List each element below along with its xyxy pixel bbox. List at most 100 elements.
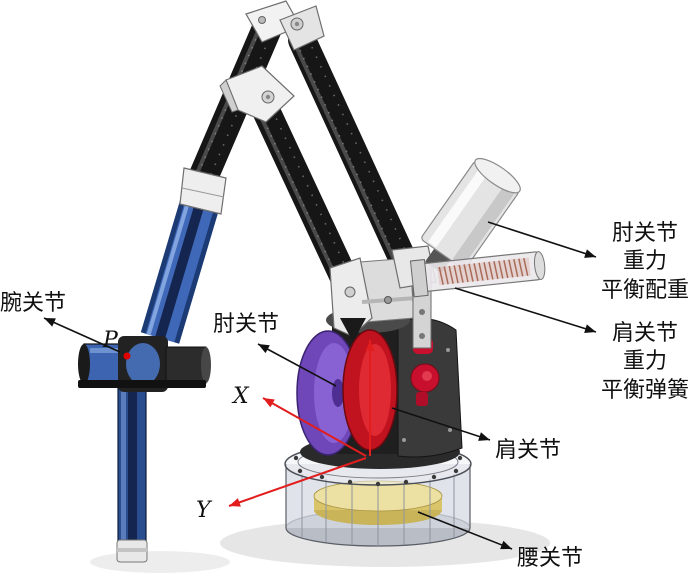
base-ribs xyxy=(301,474,455,546)
coil-turn xyxy=(463,264,469,283)
coil-turn xyxy=(438,266,444,285)
leader-shoulder-joint xyxy=(391,407,491,441)
wrist-shadow xyxy=(90,551,230,573)
front-link-wedge xyxy=(340,318,366,342)
red-knob-stub xyxy=(416,392,428,406)
elbow-middle-bracket-side xyxy=(219,79,239,113)
coil-turn xyxy=(478,262,484,281)
coil-turn xyxy=(503,260,509,279)
coil-turn xyxy=(518,258,524,277)
counterweight-shade xyxy=(452,183,517,267)
label-elbow-joint: 肘关节 xyxy=(213,312,279,337)
tube-highlight xyxy=(253,104,342,286)
elbow-middle-pin-cap xyxy=(265,94,271,100)
base-bolt xyxy=(297,468,303,474)
coil-turn xyxy=(468,263,474,282)
waist-joint-base xyxy=(284,442,472,547)
point-p-marker xyxy=(123,352,131,360)
gimbal-bottom-plate xyxy=(78,380,206,388)
label-shoulder-spring-line-2: 重力 xyxy=(623,349,667,374)
coil-turn xyxy=(498,260,504,279)
upper-arm-tube-rear xyxy=(288,26,418,276)
label-elbow-counterweight-line-1: 肘关节 xyxy=(612,221,678,246)
leader-waist-joint-head xyxy=(500,540,512,550)
spring-coil xyxy=(438,257,529,285)
blue-tube-highlight xyxy=(146,196,192,336)
base-bolt xyxy=(293,455,299,461)
red-knob-center xyxy=(422,371,432,381)
front-link-pin xyxy=(344,286,356,298)
spring-coil-band xyxy=(437,257,531,286)
axis-z-arrow-head xyxy=(365,340,375,351)
label-waist-joint: 腰关节 xyxy=(517,546,583,571)
coil-turn xyxy=(508,259,514,278)
label-elbow-counterweight-line-3: 平衡配重 xyxy=(601,278,689,303)
coil-turn xyxy=(448,265,454,284)
coil-turn xyxy=(493,261,499,280)
upper-arm-tube-front xyxy=(248,88,360,296)
coil-turn xyxy=(488,261,494,280)
label-axis-y: Y xyxy=(196,498,213,523)
base-bolt xyxy=(319,474,325,480)
spring-tube-end xyxy=(533,251,546,280)
spring-left-clamp xyxy=(409,258,429,298)
purple-disc-hub xyxy=(332,379,344,407)
leader-elbow-joint xyxy=(257,343,337,387)
leader-elbow-counterweight-head xyxy=(584,249,596,258)
counterweight-end-cap xyxy=(474,157,521,194)
gimbal-right-end xyxy=(201,347,211,383)
housing-bolt xyxy=(402,438,406,442)
coordinate-axes xyxy=(228,340,375,507)
label-point-p: P xyxy=(102,328,119,353)
forearm xyxy=(140,0,325,344)
leader-shoulder-joint-head xyxy=(478,432,490,441)
coil-turn xyxy=(483,262,489,281)
forearm-joint-bracket xyxy=(179,167,227,215)
label-shoulder-joint: 肩关节 xyxy=(495,438,561,463)
label-shoulder-spring-line-3: 平衡弹簧 xyxy=(601,378,689,403)
axis-y-arrow-head xyxy=(229,498,241,507)
gimbal-left-end xyxy=(78,344,90,384)
coil-turn xyxy=(473,263,479,282)
leader-shoulder-spring xyxy=(454,287,597,333)
label-axis-x: X xyxy=(231,384,250,409)
red-disc-face xyxy=(359,344,391,436)
counterweight-highlight xyxy=(428,166,490,248)
base-bolt xyxy=(457,455,463,461)
base-bolt xyxy=(453,468,459,474)
base-bolt xyxy=(431,474,437,480)
leader-arrows xyxy=(43,221,597,550)
housing-bolt xyxy=(446,348,450,352)
coil-turn xyxy=(513,259,519,278)
linkage-rod-joint xyxy=(384,296,392,304)
leader-shoulder-spring-head xyxy=(584,324,596,334)
label-shoulder-spring-line-1: 肩关节 xyxy=(612,321,678,346)
base-bolt xyxy=(403,479,409,485)
leader-waist-joint xyxy=(417,511,513,550)
leader-wrist-joint xyxy=(43,317,121,353)
wrist-gimbal xyxy=(78,336,211,563)
annotation-labels: 腕关节 P 肘关节 肘关节 重力 平衡配重 肩关节 重力 平衡弹簧 肩关节 X … xyxy=(0,221,689,571)
wrist-lower-end-band xyxy=(117,548,147,552)
base-bolt xyxy=(375,481,381,487)
coil-turn xyxy=(443,266,449,285)
gimbal-right-cylinder xyxy=(165,346,207,384)
axis-x-arrow xyxy=(262,397,367,457)
label-wrist-joint: 腕关节 xyxy=(0,291,66,316)
bracket-seam xyxy=(181,187,225,198)
coil-turn xyxy=(523,257,529,276)
gimbal-left-highlight xyxy=(90,348,118,353)
wrist-lower-tube-highlight xyxy=(121,390,126,540)
leader-elbow-counterweight xyxy=(487,221,597,258)
leader-elbow-joint-head xyxy=(258,344,270,354)
axis-y-arrow xyxy=(228,457,367,507)
base-bolts xyxy=(293,455,463,487)
tube-highlight xyxy=(293,43,399,267)
base-bolt xyxy=(347,479,353,485)
leader-wrist-joint-head xyxy=(44,318,56,327)
upper-arm-links xyxy=(248,26,418,296)
elbow-top-screw xyxy=(258,16,266,24)
plate-hole xyxy=(419,333,425,339)
gimbal-center-window xyxy=(126,343,160,385)
